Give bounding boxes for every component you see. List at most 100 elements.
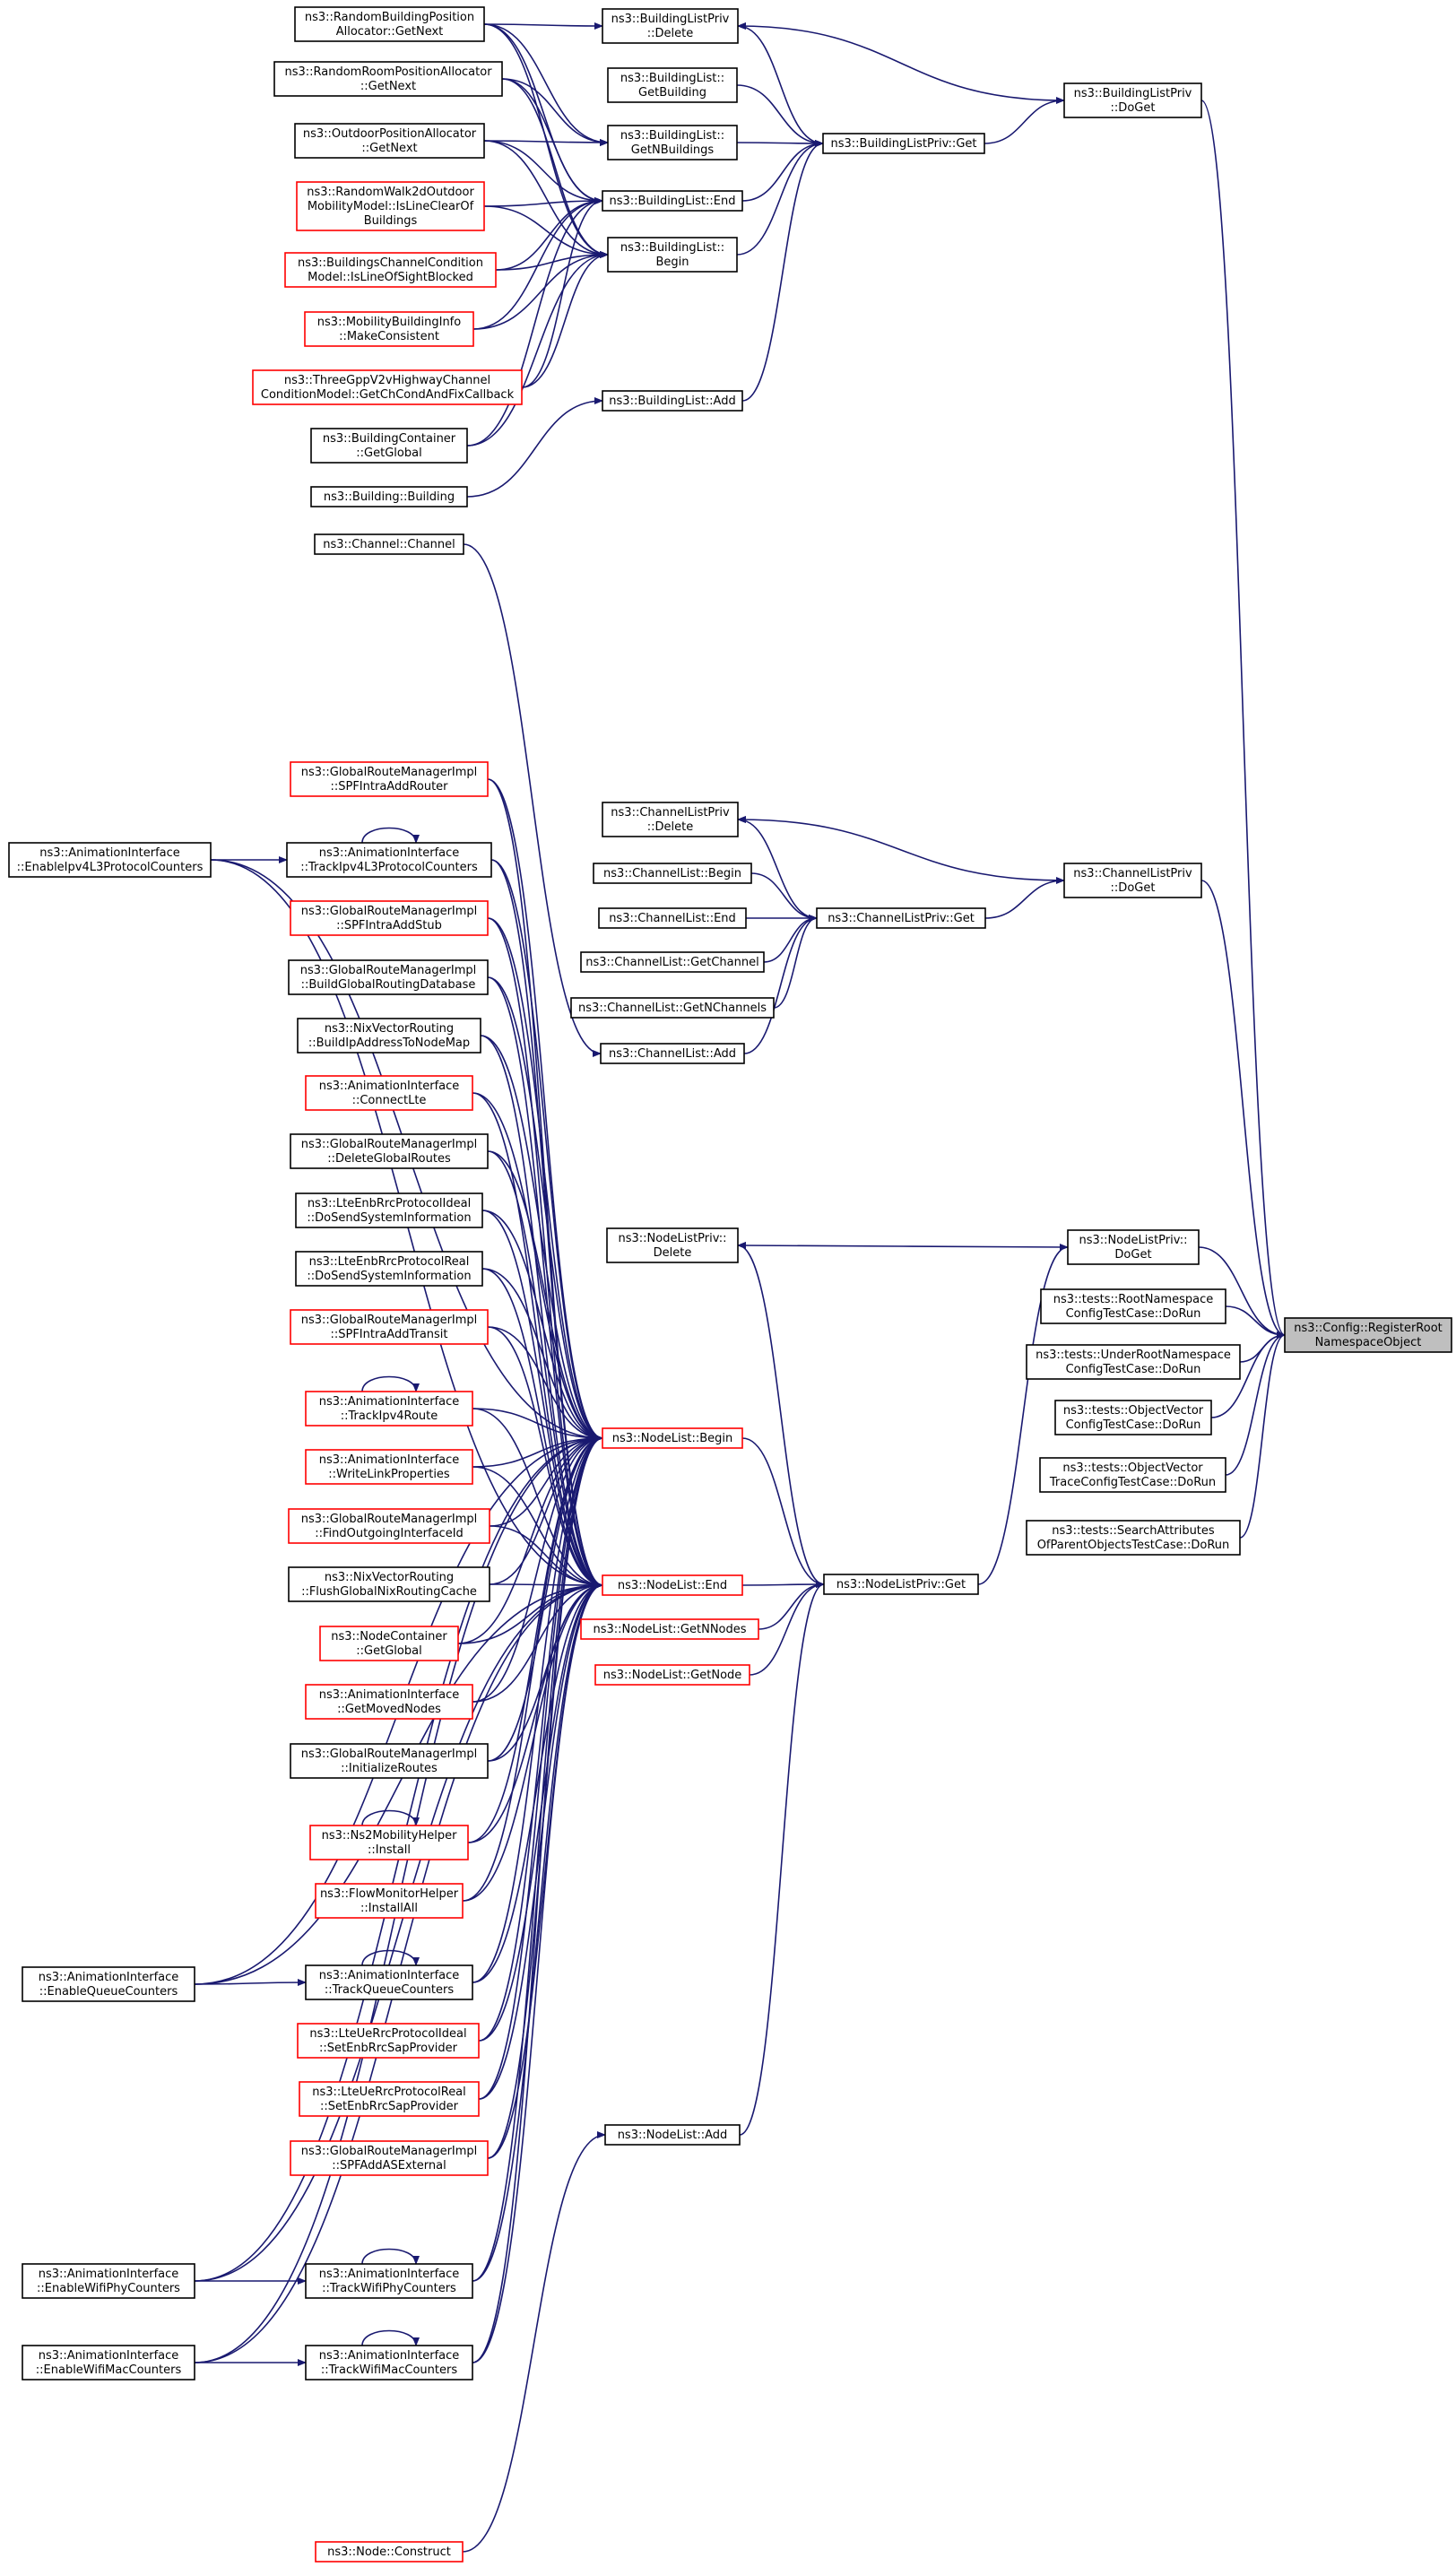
node-label: DoGet bbox=[1114, 1248, 1151, 1262]
node-building-ctor[interactable]: ns3::Building::Building bbox=[310, 486, 468, 507]
call-edge bbox=[521, 197, 603, 388]
node-spf-intra-add-stub[interactable]: ns3::GlobalRouteManagerImpl::SPFIntraAdd… bbox=[290, 900, 489, 936]
node-enable-wifimac[interactable]: ns3::AnimationInterface::EnableWifiMacCo… bbox=[22, 2345, 195, 2381]
node-box bbox=[319, 1626, 459, 1661]
node-spf-intra-add-router[interactable]: ns3::GlobalRouteManagerImpl::SPFIntraAdd… bbox=[290, 761, 489, 797]
node-nodelist-getn[interactable]: ns3::NodeList::GetNNodes bbox=[580, 1618, 759, 1640]
call-edge bbox=[466, 251, 609, 447]
node-lte-enb-ideal[interactable]: ns3::LteEnbRrcProtocolIdeal::DoSendSyste… bbox=[295, 1192, 483, 1228]
node-enable-wifiphy[interactable]: ns3::AnimationInterface::EnableWifiPhyCo… bbox=[22, 2263, 195, 2299]
node-connect-lte[interactable]: ns3::AnimationInterface::ConnectLte bbox=[305, 1075, 473, 1111]
node-spf-add-as-external[interactable]: ns3::GlobalRouteManagerImpl::SPFAddASExt… bbox=[290, 2140, 489, 2176]
node-label: ns3::AnimationInterface bbox=[39, 2349, 179, 2363]
node-nodelistpriv-get[interactable]: ns3::NodeListPriv::Get bbox=[823, 1574, 979, 1595]
node-under-root-test[interactable]: ns3::tests::UnderRootNamespaceConfigTest… bbox=[1026, 1344, 1241, 1380]
node-enable-ipv4l3[interactable]: ns3::AnimationInterface::EnableIpv4L3Pro… bbox=[8, 842, 212, 878]
node-nix-build-ip[interactable]: ns3::NixVectorRouting::BuildIpAddressToN… bbox=[297, 1018, 481, 1054]
node-buildinglistpriv-get[interactable]: ns3::BuildingListPriv::Get bbox=[822, 133, 985, 154]
call-edge bbox=[472, 1092, 603, 1442]
node-outdoor-pos[interactable]: ns3::OutdoorPositionAllocator::GetNext bbox=[294, 123, 485, 159]
call-edge bbox=[501, 78, 609, 146]
node-channellist-add[interactable]: ns3::ChannelList::Add bbox=[600, 1043, 745, 1064]
call-edge bbox=[501, 78, 609, 258]
node-channel-ctor[interactable]: ns3::Channel::Channel bbox=[314, 533, 464, 555]
call-edge bbox=[984, 877, 1065, 919]
node-root-ns-test[interactable]: ns3::tests::RootNamespaceConfigTestCase:… bbox=[1040, 1288, 1226, 1324]
node-buildinglistpriv-doget[interactable]: ns3::BuildingListPriv::DoGet bbox=[1063, 82, 1202, 118]
node-lte-ue-real[interactable]: ns3::LteUeRrcProtocolReal::SetEnbRrcSapP… bbox=[299, 2081, 480, 2117]
node-ns2-mobility[interactable]: ns3::Ns2MobilityHelper::Install bbox=[309, 1825, 469, 1860]
node-get-moved-nodes[interactable]: ns3::AnimationInterface::GetMovedNodes bbox=[305, 1684, 473, 1720]
node-box bbox=[273, 61, 503, 97]
node-box bbox=[602, 390, 743, 412]
node-randomwalk2d[interactable]: ns3::RandomWalk2dOutdoorMobilityModel::I… bbox=[296, 181, 485, 231]
node-label: ns3::NodeList::End bbox=[618, 1579, 727, 1592]
node-spf-intra-add-transit[interactable]: ns3::GlobalRouteManagerImpl::SPFIntraAdd… bbox=[290, 1309, 489, 1345]
node-box bbox=[288, 959, 489, 995]
node-channellist-getchannel[interactable]: ns3::ChannelList::GetChannel bbox=[580, 951, 765, 973]
node-objvector-trace-test[interactable]: ns3::tests::ObjectVectorTraceConfigTestC… bbox=[1039, 1457, 1226, 1493]
node-buildings-channel-cond[interactable]: ns3::BuildingsChannelConditionModel::IsL… bbox=[284, 252, 497, 288]
call-edge bbox=[483, 138, 609, 146]
node-random-room-pos[interactable]: ns3::RandomRoomPositionAllocator::GetNex… bbox=[273, 61, 503, 97]
node-track-ipv4l3[interactable]: ns3::AnimationInterface::TrackIpv4L3Prot… bbox=[286, 842, 492, 878]
node-delete-global-routes[interactable]: ns3::GlobalRouteManagerImpl::DeleteGloba… bbox=[290, 1133, 489, 1169]
node-label: ns3::BuildingContainer bbox=[323, 432, 456, 446]
node-flow-monitor[interactable]: ns3::FlowMonitorHelper::InstallAll bbox=[315, 1883, 464, 1919]
node-find-outgoing[interactable]: ns3::GlobalRouteManagerImpl::FindOutgoin… bbox=[288, 1508, 490, 1544]
node-nodelistpriv-delete[interactable]: ns3::NodeListPriv::Delete bbox=[606, 1227, 739, 1263]
node-label: ns3::RandomRoomPositionAllocator bbox=[284, 65, 492, 79]
node-enable-queue[interactable]: ns3::AnimationInterface::EnableQueueCoun… bbox=[22, 1966, 195, 2002]
node-label: ns3::FlowMonitorHelper bbox=[320, 1887, 459, 1901]
node-channellistpriv-delete[interactable]: ns3::ChannelListPriv::Delete bbox=[602, 802, 739, 837]
node-label: ConfigTestCase::DoRun bbox=[1066, 1363, 1201, 1376]
node-label: ::EnableWifiMacCounters bbox=[36, 2363, 182, 2377]
node-buildinglistpriv-delete[interactable]: ns3::BuildingListPriv::Delete bbox=[602, 8, 739, 44]
call-edge bbox=[1225, 1305, 1286, 1339]
node-lte-ue-ideal[interactable]: ns3::LteUeRrcProtocolIdeal::SetEnbRrcSap… bbox=[297, 2023, 480, 2059]
node-channellist-getn[interactable]: ns3::ChannelList::GetNChannels bbox=[570, 997, 775, 1019]
node-label: ns3::AnimationInterface bbox=[39, 1971, 179, 1984]
node-nodelist-begin[interactable]: ns3::NodeList::Begin bbox=[602, 1427, 743, 1449]
node-buildinglist-begin[interactable]: ns3::BuildingList::Begin bbox=[607, 237, 738, 273]
call-edge bbox=[489, 1435, 603, 1527]
node-label: ns3::ChannelList::End bbox=[609, 912, 736, 925]
node-box bbox=[1054, 1400, 1212, 1435]
node-nodelist-getnode[interactable]: ns3::NodeList::GetNode bbox=[594, 1664, 750, 1686]
node-mobility-building-info[interactable]: ns3::MobilityBuildingInfo::MakeConsisten… bbox=[304, 311, 474, 347]
node-label: NamespaceObject bbox=[1315, 1336, 1422, 1349]
node-nix-flush[interactable]: ns3::NixVectorRouting::FlushGlobalNixRou… bbox=[288, 1566, 490, 1602]
call-edge bbox=[736, 140, 824, 256]
node-random-building-pos[interactable]: ns3::RandomBuildingPositionAllocator::Ge… bbox=[294, 6, 485, 42]
node-lte-enb-real[interactable]: ns3::LteEnbRrcProtocolReal::DoSendSystem… bbox=[295, 1251, 483, 1287]
node-search-attr-test[interactable]: ns3::tests::SearchAttributesOfParentObje… bbox=[1026, 1520, 1241, 1556]
node-track-wifimac[interactable]: ns3::AnimationInterface::TrackWifiMacCou… bbox=[305, 2345, 473, 2381]
node-box bbox=[598, 907, 747, 929]
node-write-link-props[interactable]: ns3::AnimationInterface::WriteLinkProper… bbox=[305, 1449, 473, 1485]
node-buildinglist-getbuilding[interactable]: ns3::BuildingList::GetBuilding bbox=[607, 67, 738, 103]
call-edge bbox=[361, 1809, 420, 1826]
node-channellist-end[interactable]: ns3::ChannelList::End bbox=[598, 907, 747, 929]
node-node-container-global[interactable]: ns3::NodeContainer::GetGlobal bbox=[319, 1626, 459, 1661]
node-track-wifiphy[interactable]: ns3::AnimationInterface::TrackWifiPhyCou… bbox=[305, 2263, 473, 2299]
node-threegpp-v2v[interactable]: ns3::ThreeGppV2vHighwayChannelConditionM… bbox=[252, 369, 523, 405]
node-objvector-test[interactable]: ns3::tests::ObjectVectorConfigTestCase::… bbox=[1054, 1400, 1212, 1435]
node-box bbox=[606, 1227, 739, 1263]
node-track-queue[interactable]: ns3::AnimationInterface::TrackQueueCount… bbox=[305, 1964, 473, 2000]
node-channellist-begin[interactable]: ns3::ChannelList::Begin bbox=[593, 863, 752, 884]
node-nodelistpriv-doget[interactable]: ns3::NodeListPriv::DoGet bbox=[1067, 1229, 1200, 1265]
node-track-ipv4route[interactable]: ns3::AnimationInterface::TrackIpv4Route bbox=[305, 1391, 473, 1427]
node-nodelist-add[interactable]: ns3::NodeList::Add bbox=[604, 2124, 741, 2146]
node-nodelist-end[interactable]: ns3::NodeList::End bbox=[602, 1574, 743, 1596]
node-channellistpriv-doget[interactable]: ns3::ChannelListPriv::DoGet bbox=[1063, 863, 1202, 898]
node-initialize-routes[interactable]: ns3::GlobalRouteManagerImpl::InitializeR… bbox=[290, 1743, 489, 1779]
node-buildinglist-getn[interactable]: ns3::BuildingList::GetNBuildings bbox=[607, 125, 738, 160]
node-build-global-routing[interactable]: ns3::GlobalRouteManagerImpl::BuildGlobal… bbox=[288, 959, 489, 995]
node-buildinglist-end[interactable]: ns3::BuildingList::End bbox=[602, 190, 743, 212]
node-channellistpriv-get[interactable]: ns3::ChannelListPriv::Get bbox=[816, 907, 986, 929]
call-edge bbox=[194, 1582, 603, 1985]
node-buildinglist-add[interactable]: ns3::BuildingList::Add bbox=[602, 390, 743, 412]
node-node-construct[interactable]: ns3::Node::Construct bbox=[315, 2541, 464, 2563]
node-building-container[interactable]: ns3::BuildingContainer::GetGlobal bbox=[310, 428, 468, 464]
node-label: ns3::NodeList::Add bbox=[618, 2129, 728, 2142]
